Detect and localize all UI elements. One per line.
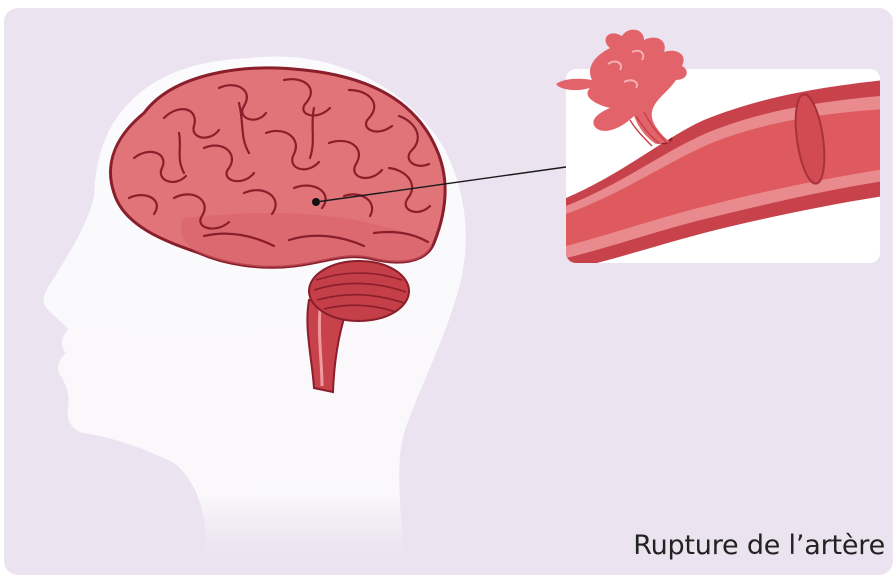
caption-label: Rupture de l’artère: [633, 530, 885, 561]
illustration-panel: Rupture de l’artère: [4, 8, 893, 575]
ruptured-artery-icon: [556, 30, 893, 270]
illustration-svg: [4, 8, 893, 575]
